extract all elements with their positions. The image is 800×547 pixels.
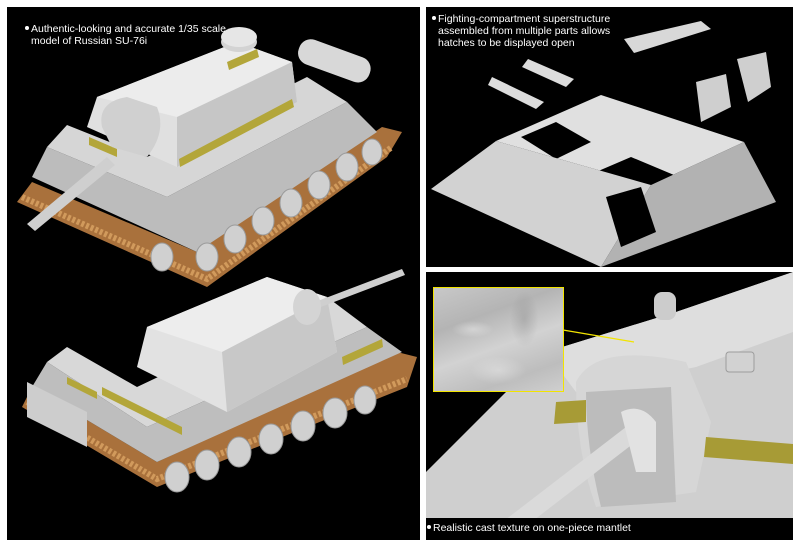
mantlet-closeup-render: [426, 272, 793, 540]
bottom-right-panel: Realistic cast texture on one-piece mant…: [426, 272, 793, 540]
tank-renders: [17, 27, 417, 493]
caption-line: Fighting-compartment superstructure: [438, 13, 611, 25]
caption-line: model of Russian SU-76i: [31, 35, 148, 47]
bullet-icon: [427, 525, 431, 529]
caption-line: assembled from multiple parts allows: [438, 25, 611, 37]
tank-top-render: [17, 27, 402, 287]
top-right-caption: Fighting-compartment superstructure asse…: [432, 13, 610, 49]
bottom-right-caption: Realistic cast texture on one-piece mant…: [427, 522, 631, 534]
tank-rear-render: [22, 269, 417, 493]
caption-bar: Realistic cast texture on one-piece mant…: [426, 518, 793, 540]
top-right-panel: Fighting-compartment superstructure asse…: [426, 7, 793, 267]
caption-line: Authentic-looking and accurate 1/35 scal…: [31, 23, 226, 35]
caption-line: Realistic cast texture on one-piece mant…: [433, 522, 631, 534]
superstructure-exploded-render: [431, 21, 776, 267]
hatch-part: [522, 59, 574, 87]
caption-line: hatches to be displayed open: [438, 37, 575, 49]
left-caption: Authentic-looking and accurate 1/35 scal…: [25, 23, 226, 47]
hatch-part: [737, 52, 771, 102]
hatch-part: [624, 21, 711, 53]
hatch-part: [488, 77, 544, 109]
bullet-icon: [432, 16, 436, 20]
left-panel: Authentic-looking and accurate 1/35 scal…: [7, 7, 420, 540]
hatch-part: [696, 74, 731, 122]
cast-texture-inset: [433, 287, 564, 392]
bullet-icon: [25, 26, 29, 30]
